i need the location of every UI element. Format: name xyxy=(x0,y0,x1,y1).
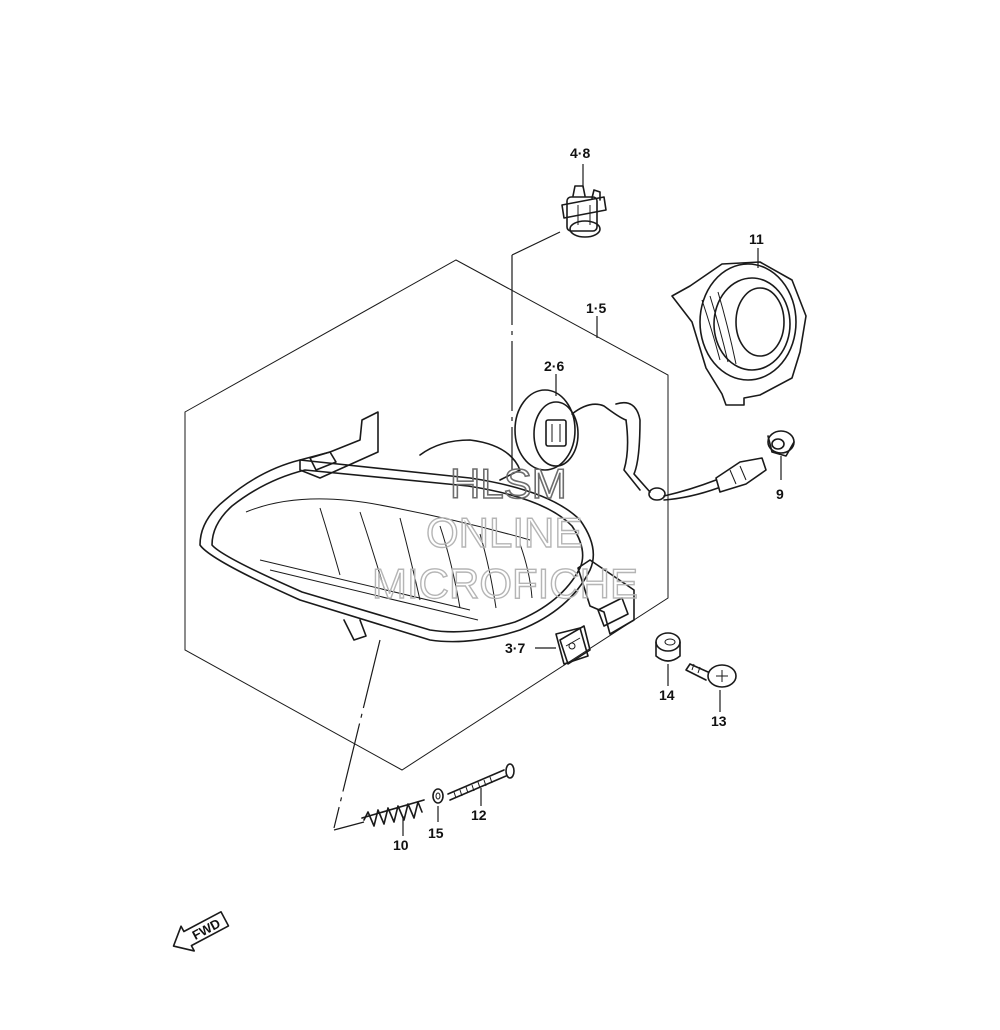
fwd-label: FWD xyxy=(190,916,223,943)
callout-9: 9 xyxy=(776,486,784,502)
watermark-line-3: MICROFICHE xyxy=(372,560,638,607)
callout-14: 14 xyxy=(659,687,675,703)
callout-1-5: 1·5 xyxy=(586,300,606,316)
watermark-line-1: HLSM xyxy=(450,460,567,507)
part-grommet-14[interactable] xyxy=(655,632,681,662)
part-adjusting-screw[interactable] xyxy=(447,763,515,801)
callout-11: 11 xyxy=(749,231,764,247)
fwd-arrow-icon: FWD xyxy=(172,910,230,952)
part-spring[interactable] xyxy=(361,799,425,827)
part-clip[interactable] xyxy=(555,627,589,665)
watermark: HLSM ONLINE MICROFICHE xyxy=(371,459,638,608)
part-bulb[interactable] xyxy=(561,185,607,238)
part-washer[interactable] xyxy=(432,788,444,804)
adjuster-alignment-line xyxy=(333,639,381,829)
part-screw[interactable] xyxy=(685,663,737,688)
callout-2-6: 2·6 xyxy=(544,358,564,374)
part-socket-harness[interactable] xyxy=(514,389,767,501)
watermark-line-2: ONLINE xyxy=(426,509,582,556)
part-grommet-9[interactable] xyxy=(767,430,795,457)
bulb-alignment-line xyxy=(511,231,561,256)
part-headlight-housing[interactable] xyxy=(199,411,635,665)
callout-10: 10 xyxy=(393,837,409,853)
callout-13: 13 xyxy=(711,713,727,729)
callout-15: 15 xyxy=(428,825,444,841)
callout-4-8: 4·8 xyxy=(570,145,590,161)
callout-3-7: 3·7 xyxy=(505,640,525,656)
part-socket-cover[interactable] xyxy=(671,261,807,406)
callout-12: 12 xyxy=(471,807,487,823)
assembly-boundary-box xyxy=(184,259,669,771)
